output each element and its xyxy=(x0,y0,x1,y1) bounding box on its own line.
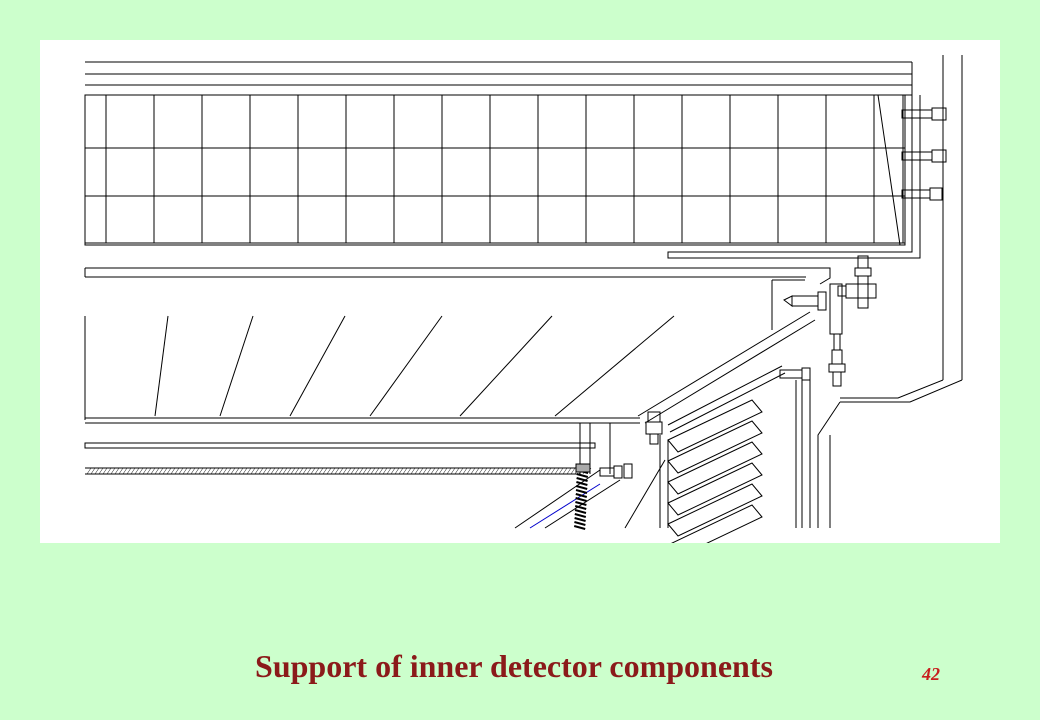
hatched-region xyxy=(84,315,675,424)
lower-bars xyxy=(84,423,611,475)
technical-drawing xyxy=(84,55,963,543)
drawing-panel xyxy=(40,40,1000,543)
module-bracket xyxy=(667,94,921,259)
end-flange xyxy=(771,55,963,528)
slide-title: Support of inner detector components xyxy=(255,648,773,684)
slide-number: 42 xyxy=(922,664,940,684)
cable-spring xyxy=(573,463,591,530)
barrel-support-tube xyxy=(84,267,831,285)
top-rails xyxy=(85,61,913,95)
vertical-posts xyxy=(659,380,811,528)
inclined-strut xyxy=(637,311,816,433)
bolt-assemblies xyxy=(599,107,947,479)
blue-reference-line xyxy=(529,483,601,529)
louvre-plates xyxy=(667,399,763,543)
calorimeter-module-grid xyxy=(84,94,906,246)
